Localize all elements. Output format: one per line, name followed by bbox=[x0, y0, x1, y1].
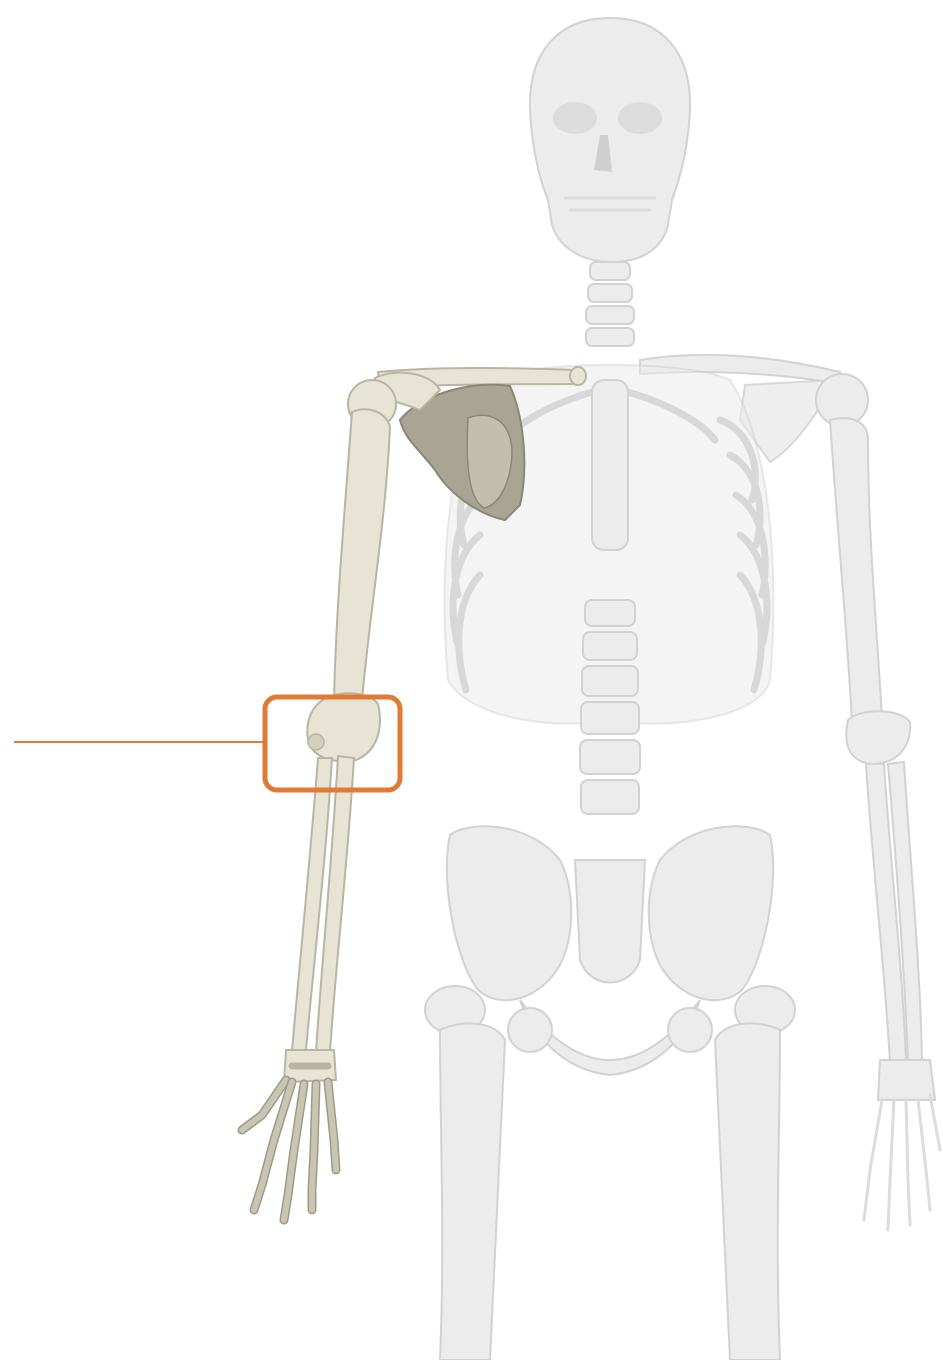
skull bbox=[530, 18, 690, 262]
hand-phalanges bbox=[242, 1080, 336, 1220]
distal-humerus bbox=[307, 693, 380, 761]
cervical-spine bbox=[586, 262, 634, 346]
left-arm bbox=[816, 374, 940, 1230]
humerus bbox=[334, 409, 390, 700]
faded-skeleton bbox=[425, 18, 940, 1360]
femurs bbox=[425, 986, 795, 1360]
lumbar-spine bbox=[580, 600, 640, 814]
